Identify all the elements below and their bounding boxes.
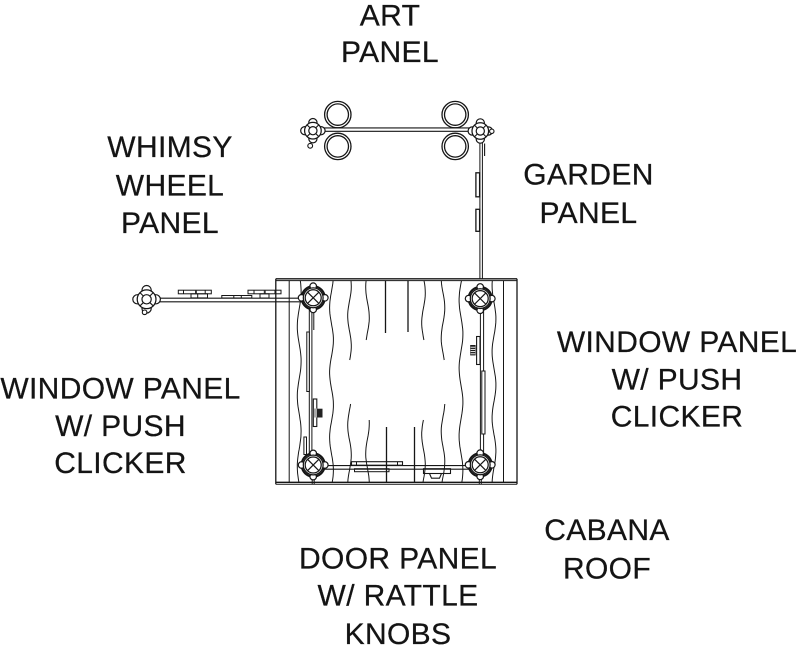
svg-text:GARDEN: GARDEN [523, 158, 653, 191]
svg-text:WINDOW PANEL: WINDOW PANEL [557, 326, 797, 359]
svg-text:PANEL: PANEL [540, 197, 638, 230]
svg-text:PANEL: PANEL [341, 36, 439, 69]
svg-text:CLICKER: CLICKER [54, 447, 186, 480]
svg-text:DOOR PANEL: DOOR PANEL [299, 543, 497, 576]
svg-text:KNOBS: KNOBS [345, 618, 452, 651]
svg-text:WHEEL: WHEEL [116, 170, 224, 203]
svg-text:ROOF: ROOF [563, 553, 651, 586]
svg-text:PANEL: PANEL [121, 207, 219, 240]
svg-text:W/ PUSH: W/ PUSH [612, 364, 743, 397]
svg-text:CLICKER: CLICKER [611, 401, 743, 434]
svg-text:W/ RATTLE: W/ RATTLE [318, 580, 479, 613]
svg-text:W/ PUSH: W/ PUSH [55, 410, 186, 443]
svg-text:CABANA: CABANA [544, 514, 669, 547]
svg-text:ART: ART [360, 0, 421, 32]
svg-text:WHIMSY: WHIMSY [107, 131, 232, 164]
svg-text:WINDOW PANEL: WINDOW PANEL [0, 373, 240, 406]
